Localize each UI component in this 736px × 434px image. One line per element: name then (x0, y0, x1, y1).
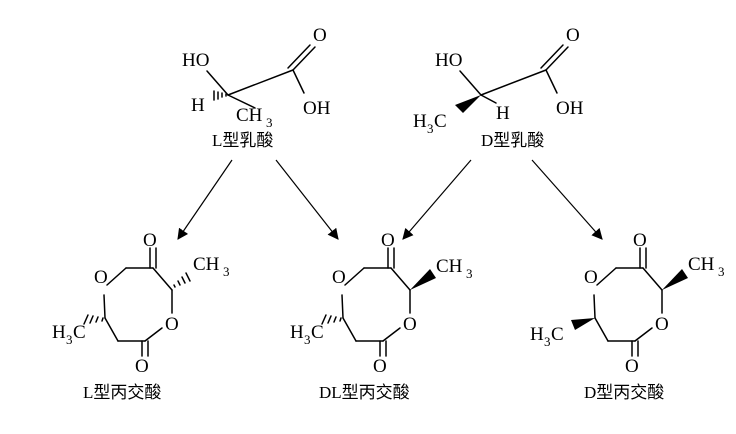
h3c-label: H 3 C (530, 324, 564, 349)
oh-label: OH (303, 98, 331, 119)
svg-text:C: C (434, 111, 447, 132)
l-lactide: O O O O CH 3 H 3 C L型丙交酸 (52, 230, 230, 402)
o-label: O (143, 230, 157, 251)
h3c-label: H 3 C (52, 322, 86, 347)
o-label: O (625, 356, 639, 377)
caption-d-lactic-acid: D型乳酸 (481, 131, 544, 150)
bond (292, 46, 316, 71)
svg-text:C: C (311, 322, 324, 343)
reaction-arrows (177, 159, 603, 240)
svg-text:3: 3 (427, 121, 434, 136)
o-label: O (313, 25, 327, 46)
svg-text:H: H (413, 111, 427, 132)
svg-text:H: H (290, 322, 304, 343)
svg-text:CH: CH (436, 256, 463, 277)
svg-text:3: 3 (66, 332, 73, 347)
svg-text:H: H (52, 322, 66, 343)
arrow-d-to-dl-lactide (402, 159, 472, 240)
svg-text:CH: CH (236, 105, 263, 126)
o-label: O (633, 230, 647, 251)
hashed-wedge (83, 314, 104, 325)
bond (480, 69, 547, 96)
svg-text:CH: CH (193, 254, 220, 275)
svg-text:CH: CH (688, 254, 715, 275)
o-label: O (373, 356, 387, 377)
ch3-label: CH 3 (193, 254, 230, 279)
caption-l-lactide: L型丙交酸 (83, 383, 161, 402)
ho-label: HO (435, 50, 462, 71)
solid-wedge (662, 269, 688, 290)
h-label: H (191, 95, 205, 116)
svg-text:3: 3 (223, 264, 230, 279)
solid-wedge (455, 95, 481, 113)
ch3-label: CH 3 (236, 105, 273, 130)
o-label: O (566, 25, 580, 46)
o-label: O (332, 267, 346, 288)
arrow-l-to-l-lactide (177, 159, 233, 240)
o-label: O (584, 267, 598, 288)
arrow-l-to-dl-lactide (275, 159, 339, 240)
bond (480, 94, 497, 104)
svg-text:H: H (530, 324, 544, 345)
svg-text:3: 3 (718, 264, 725, 279)
d-lactide: O O O O CH 3 H 3 C D型丙交酸 (530, 230, 725, 402)
hashed-wedge (173, 272, 191, 288)
solid-wedge (410, 269, 436, 290)
o-label: O (381, 230, 395, 251)
caption-d-lactide: D型丙交酸 (584, 383, 664, 402)
oh-label: OH (556, 98, 584, 119)
solid-wedge (571, 318, 595, 330)
hashed-wedge (321, 314, 342, 325)
svg-text:C: C (73, 322, 86, 343)
arrow-d-to-d-lactide (531, 159, 603, 240)
svg-text:3: 3 (466, 266, 473, 281)
ch3-label: CH 3 (436, 256, 473, 281)
svg-text:3: 3 (304, 332, 311, 347)
bond (292, 69, 305, 94)
bond (227, 69, 294, 96)
bond (227, 94, 256, 109)
hashed-wedge (213, 90, 227, 101)
bond (540, 44, 564, 69)
o-label: O (94, 267, 108, 288)
caption-dl-lactide: DL型丙交酸 (319, 383, 410, 402)
ho-label: HO (182, 50, 209, 71)
o-label: O (165, 314, 179, 335)
bond (459, 70, 482, 96)
svg-text:3: 3 (544, 334, 551, 349)
bond (545, 46, 569, 71)
h3c-label: H 3 C (290, 322, 324, 347)
bond (287, 44, 311, 69)
svg-text:C: C (551, 324, 564, 345)
bond (206, 70, 229, 96)
dl-lactide: O O O O CH 3 H 3 C DL型丙交酸 (290, 230, 473, 402)
d-lactic-acid: HO O OH H H 3 C D型乳酸 (413, 25, 584, 150)
l-lactic-acid: HO O OH H CH 3 L型乳酸 (182, 25, 331, 150)
o-label: O (403, 314, 417, 335)
caption-l-lactic-acid: L型乳酸 (212, 131, 273, 150)
h3c-label: H 3 C (413, 111, 447, 136)
bond (545, 69, 558, 94)
h-label: H (496, 103, 510, 124)
o-label: O (135, 356, 149, 377)
ch3-label: CH 3 (688, 254, 725, 279)
o-label: O (655, 314, 669, 335)
svg-text:3: 3 (266, 115, 273, 130)
